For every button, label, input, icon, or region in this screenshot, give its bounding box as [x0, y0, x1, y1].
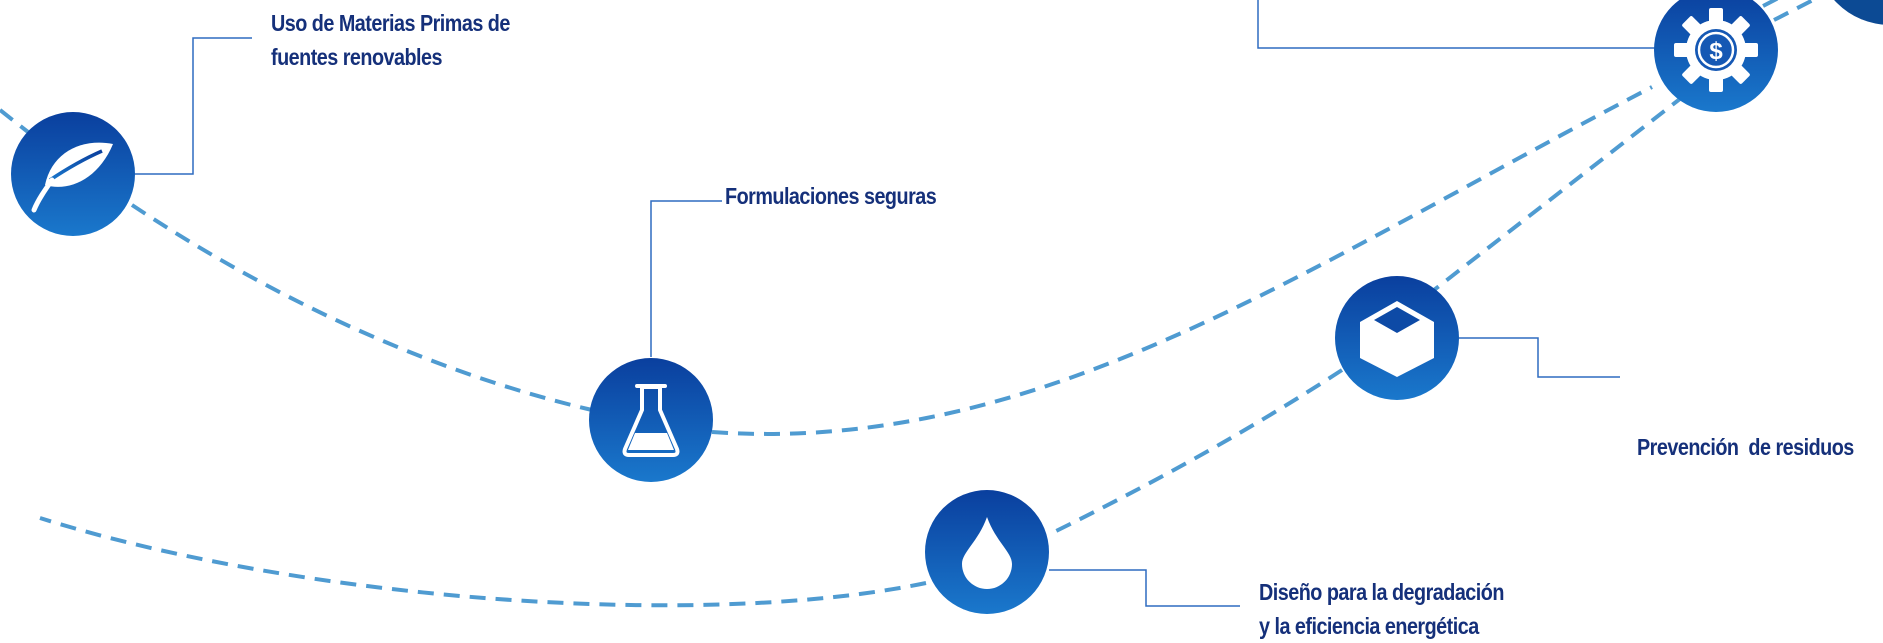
connector-degradacion — [1049, 569, 1240, 607]
label-connectors — [135, 0, 1655, 607]
label-line: fuentes renovables — [271, 44, 443, 70]
node-economia: $ — [1654, 0, 1778, 112]
connector-materias-primas — [135, 37, 252, 175]
dashed-path-top-left — [0, 108, 30, 134]
node-residuos — [1335, 276, 1459, 400]
label-degradacion: Diseño para la degradación y la eficienc… — [1259, 575, 1504, 643]
gear-dollar-icon: $ — [1674, 8, 1758, 92]
label-formulaciones: Formulaciones seguras — [725, 179, 937, 213]
dashed-path-cube-to-drop — [1047, 368, 1344, 537]
label-materias-primas: Uso de Materias Primas de fuentes renova… — [271, 6, 510, 74]
label-line: Uso de Materias Primas de — [271, 10, 510, 36]
dashed-paths — [0, 0, 1818, 608]
node-circle — [589, 358, 713, 482]
flask-icon — [622, 384, 680, 457]
label-line: Prevención de residuos — [1637, 434, 1854, 460]
label-line: y la eficiencia energética — [1259, 613, 1479, 639]
connector-formulaciones — [650, 200, 722, 357]
node-degradacion — [925, 490, 1049, 614]
node-materias-primas — [11, 112, 135, 236]
label-line: Formulaciones seguras — [725, 183, 937, 209]
svg-text:$: $ — [1709, 38, 1723, 65]
dashed-path-flask-to-gear — [711, 85, 1653, 436]
cube-icon — [1360, 301, 1434, 377]
connector-economia — [1257, 0, 1655, 49]
leaf-icon — [31, 142, 113, 213]
water-drop-icon — [962, 517, 1012, 589]
connector-residuos — [1459, 337, 1620, 378]
label-residuos: Prevención de residuos — [1637, 362, 1854, 498]
node-formulaciones — [589, 358, 713, 482]
dashed-path-leaf-to-flask — [130, 203, 593, 412]
dashed-path-gear-to-cube — [1432, 93, 1687, 292]
label-line: Diseño para la degradación — [1259, 579, 1504, 605]
dashed-path-drop-to-left — [39, 516, 927, 608]
corner-partial-circle — [1834, 0, 1883, 25]
